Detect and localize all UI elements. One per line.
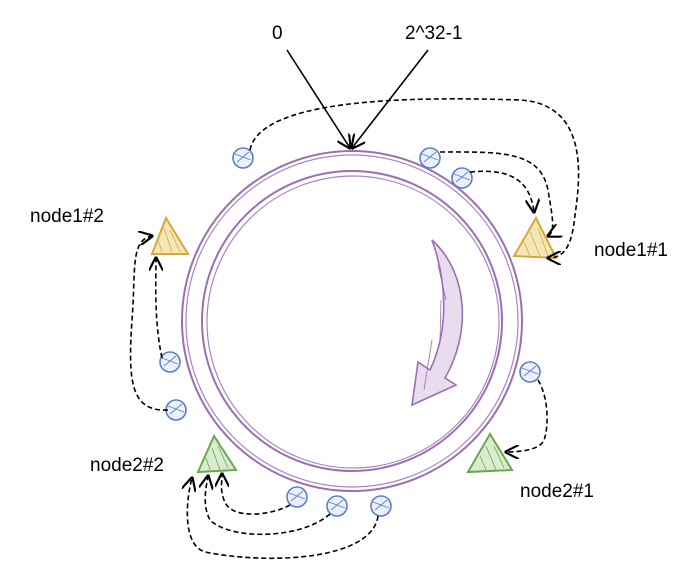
node2-2-triangle: [196, 433, 238, 474]
data-key-2: [419, 147, 441, 169]
label-node1-1: node1#1: [594, 240, 668, 261]
data-key-9: [370, 495, 392, 517]
node2-1-triangle: [466, 432, 514, 474]
node1-2-triangle: [150, 215, 190, 255]
key-mapping-arrows: [129, 98, 580, 560]
node1-1-triangle: [512, 215, 558, 260]
data-key-4: [159, 351, 181, 373]
data-key-1: [232, 147, 254, 169]
clockwise-direction-arrow: [411, 239, 464, 407]
label-node2-1: node2#1: [520, 481, 594, 502]
label-node2-2: node2#2: [90, 455, 164, 476]
data-key-6: [519, 361, 541, 383]
data-key-5: [165, 399, 187, 421]
label-zero: 0: [272, 23, 283, 44]
data-key-8: [326, 495, 348, 517]
label-max-hash: 2^32-1: [405, 23, 463, 44]
hash-ring: [181, 150, 523, 492]
data-key-7: [286, 486, 308, 508]
pointer-max: [352, 49, 429, 148]
label-node1-2: node1#2: [30, 206, 104, 227]
pointer-zero: [286, 49, 350, 148]
data-key-3: [451, 167, 473, 189]
